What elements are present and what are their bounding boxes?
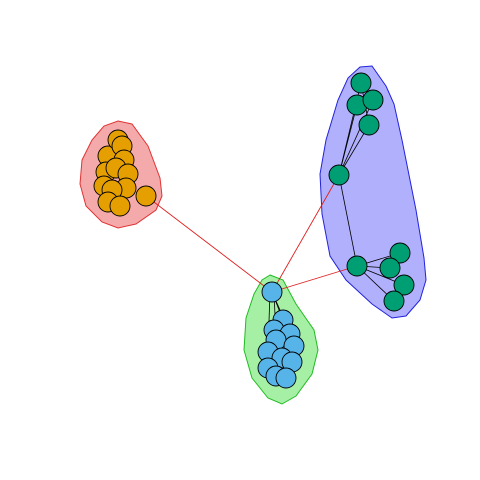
vertex-green bbox=[362, 89, 384, 111]
edge-blue-green-upper bbox=[271, 174, 340, 293]
edge-green bbox=[338, 104, 358, 176]
edge-green bbox=[338, 174, 358, 267]
edge-blue-green-lower bbox=[271, 265, 358, 293]
vertex-green bbox=[393, 274, 415, 296]
vertex-orange bbox=[135, 185, 157, 207]
vertex-blue bbox=[275, 367, 297, 389]
between-group-edges bbox=[145, 174, 358, 293]
vertex-green bbox=[346, 255, 368, 277]
edge-orange-blue bbox=[145, 195, 273, 293]
vertex-green bbox=[389, 242, 411, 264]
vertex-green bbox=[350, 72, 372, 94]
vertex-blue bbox=[261, 281, 283, 303]
vertex-orange bbox=[109, 195, 131, 217]
vertex-green bbox=[379, 257, 401, 279]
vertex-green bbox=[383, 290, 405, 312]
edge-green bbox=[338, 99, 374, 176]
graph-vertices bbox=[93, 72, 415, 389]
vertex-green bbox=[328, 164, 350, 186]
vertex-green bbox=[358, 114, 380, 136]
